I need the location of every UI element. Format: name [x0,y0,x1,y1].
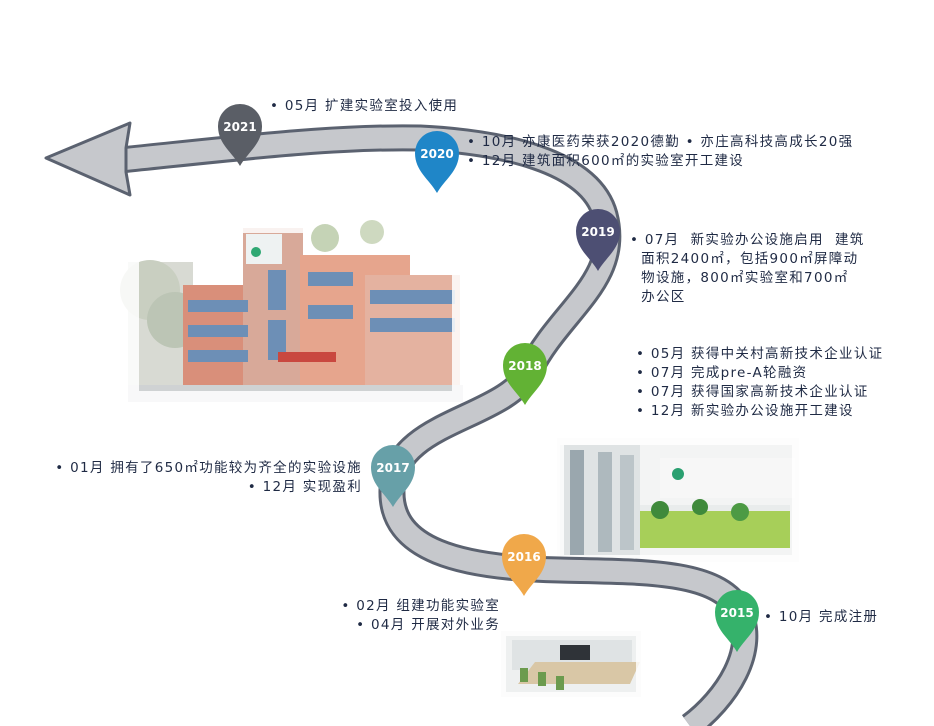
event-line: • 01月 拥有了650㎡功能较为齐全的实验设施 [55,460,362,476]
pin-year-label: 2017 [376,461,409,475]
event-line: • 02月 组建功能实验室 [341,598,500,614]
events-2017: • 01月 拥有了650㎡功能较为齐全的实验设施 • 12月 实现盈利 [55,459,362,497]
events-2015: • 10月 完成注册 [764,608,878,627]
event-line: • 05月 获得中关村高新技术企业认证 [636,346,884,362]
event-line: • 04月 开展对外业务 [356,617,500,633]
pin-2019: 2019 [576,209,620,271]
pin-2018: 2018 [503,343,547,405]
pin-year-label: 2018 [508,359,541,373]
event-line: • 07月 完成pre-A轮融资 [636,365,808,381]
pin-year-label: 2019 [581,225,614,239]
pin-2016: 2016 [502,534,546,596]
timeline-road [44,121,759,726]
event-line: 办公区 [630,289,686,305]
event-line: 面积2400㎡，包括900㎡屏障动 [630,251,859,267]
event-line: • 07月 新实验办公设施启用 建筑 [630,232,865,248]
event-line: • 10月 亦康医药荣获2020德勤 • 亦庄高科技高成长20强 [467,134,854,150]
meeting-room-photo [496,626,646,702]
events-2016: • 02月 组建功能实验室 • 04月 开展对外业务 [341,597,500,635]
pin-2015: 2015 [715,590,759,652]
events-2020: • 10月 亦康医药荣获2020德勤 • 亦庄高科技高成长20强 • 12月 建… [467,133,853,171]
pin-year-label: 2016 [507,550,540,564]
event-line: • 12月 实现盈利 [247,479,362,495]
event-line: 物设施，800㎡实验室和700㎡ [630,270,849,286]
event-line: • 10月 完成注册 [764,609,879,625]
lab-photo [550,431,806,569]
events-2021: • 05月 扩建实验室投入使用 [270,97,458,116]
event-line: • 12月 建筑面积600㎡的实验室开工建设 [467,153,745,169]
pin-year-label: 2021 [223,120,256,134]
pin-2020: 2020 [415,131,459,193]
pin-year-label: 2015 [720,606,753,620]
pin-2021: 2021 [218,104,262,166]
pin-year-label: 2020 [420,147,453,161]
building-photo [117,211,474,413]
event-line: • 05月 扩建实验室投入使用 [270,98,459,114]
event-line: • 12月 新实验办公设施开工建设 [636,403,854,419]
pin-2017: 2017 [371,445,415,507]
events-2018: • 05月 获得中关村高新技术企业认证 • 07月 完成pre-A轮融资 • 0… [636,345,883,421]
events-2019: • 07月 新实验办公设施启用 建筑 面积2400㎡，包括900㎡屏障动 物设施… [630,231,865,307]
event-line: • 07月 获得国家高新技术企业认证 [636,384,869,400]
